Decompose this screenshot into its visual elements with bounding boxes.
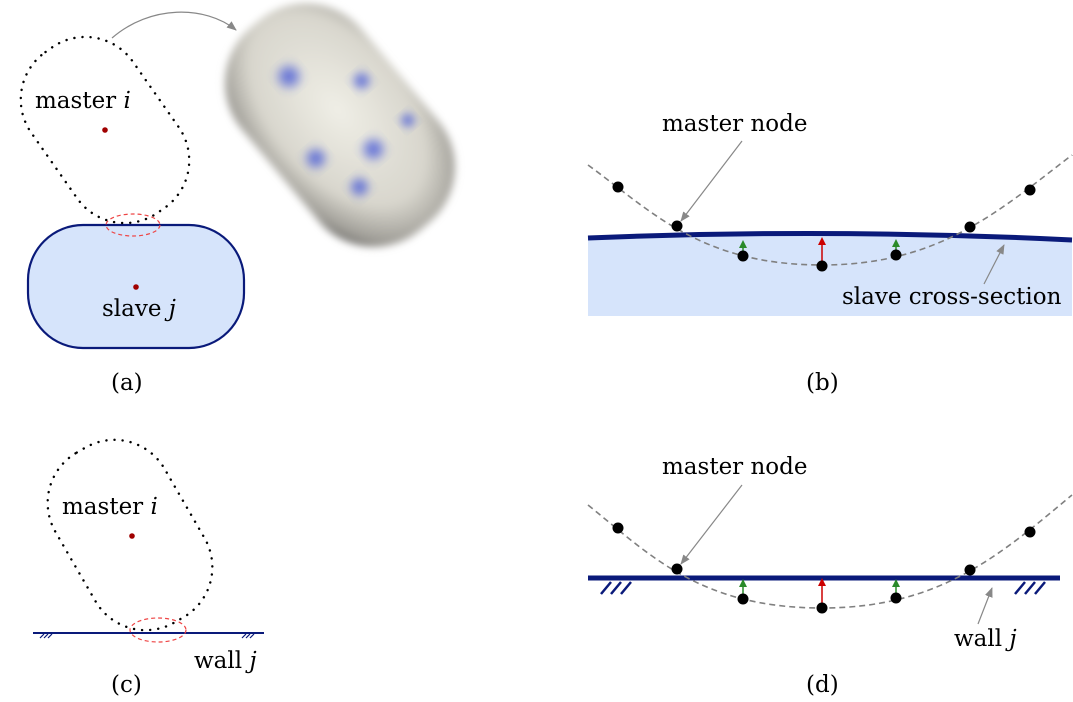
master-node-d5 [890, 592, 902, 604]
master-node-d6 [964, 564, 976, 576]
wall-label-c: wall j [194, 648, 257, 674]
master-node-d1 [612, 522, 624, 534]
master-node-d2 [671, 563, 683, 575]
wall-hatch-right-c [241, 633, 255, 639]
master-node-b7 [1024, 184, 1036, 196]
slave-cross-section-label: slave cross-section [842, 284, 1062, 310]
wall-leader-d [977, 587, 993, 625]
master-node-label-b: master node [662, 111, 807, 137]
master-center-dot-c [129, 533, 135, 539]
panel-d: master node wall j (d) [587, 454, 1073, 698]
master-node-label-d: master node [662, 454, 807, 480]
slave-cross-section-fill [588, 233, 1072, 316]
panel-c: master i wall j (c) [33, 438, 264, 698]
master-label-a: master i [35, 88, 131, 114]
master-node-b3 [737, 250, 749, 262]
master-outline-a [19, 35, 191, 225]
master-node-d4 [816, 602, 828, 614]
caption-a: (a) [111, 370, 143, 396]
caption-b: (b) [806, 370, 839, 396]
master-node-b5 [890, 249, 902, 261]
wall-label-d: wall j [954, 626, 1017, 652]
master-node-leader-d [680, 484, 743, 565]
master-node-leader-b [680, 140, 743, 222]
render-pointer-arrow [111, 11, 237, 39]
contact-region-ellipse-c [129, 617, 187, 643]
master-label-c: master i [62, 494, 158, 520]
panel-a: master i slave j (a) [19, 3, 456, 396]
caption-d: (d) [806, 672, 839, 698]
wall-hatch-left-d [600, 581, 632, 595]
master-node-d7 [1024, 526, 1036, 538]
slave-cross-section-leader [983, 244, 1005, 285]
master-node-b6 [964, 221, 976, 233]
master-node-d3 [737, 593, 749, 605]
contact-region-ellipse-a [105, 213, 161, 237]
panel-b: master node slave cross-section (b) [587, 111, 1073, 396]
master-node-b2 [671, 220, 683, 232]
caption-c: (c) [111, 672, 142, 698]
wall-hatch-left-c [39, 633, 53, 639]
master-dashed-curve-d [587, 494, 1073, 609]
slave-center-dot-a [133, 284, 139, 290]
master-node-b1 [612, 181, 624, 193]
rendered-capsule-image [224, 3, 456, 247]
slave-label-a: slave j [102, 296, 176, 322]
master-center-dot-a [102, 127, 108, 133]
master-outline-c [46, 438, 214, 632]
master-node-b4 [816, 260, 828, 272]
slave-surface-line [587, 230, 1073, 243]
wall-hatch-right-d [1014, 581, 1046, 595]
